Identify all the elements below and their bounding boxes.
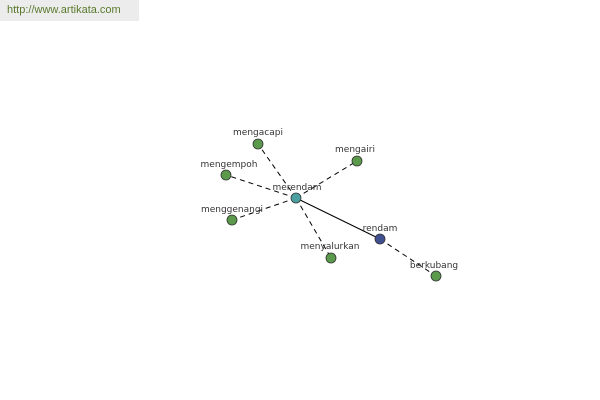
graph-edges [225,143,437,277]
node-marker-rendam[interactable] [374,233,386,245]
edge-merendam-mengacapi [257,143,297,199]
node-label-berkubang[interactable]: berkubang [410,261,458,271]
node-label-mengempoh[interactable]: mengempoh [201,160,258,170]
node-menggenangi[interactable]: menggenangi [201,205,263,226]
source-link[interactable]: http://www.artikata.com [7,4,121,16]
node-mengairi[interactable]: mengairi [335,145,375,167]
node-marker-menggenangi[interactable] [226,214,238,226]
edge-merendam-rendam [295,197,381,240]
graph-nodes: merendam rendam mengacapi mengairi mengempoh… [201,128,458,282]
node-label-menyalurkan[interactable]: menyalurkan [300,242,359,252]
edge-merendam-menyalurkan [295,197,332,259]
node-menyalurkan[interactable]: menyalurkan [300,242,360,264]
node-label-rendam[interactable]: rendam [363,224,398,234]
node-marker-mengacapi[interactable] [252,138,264,150]
source-link-bar: http://www.artikata.com [0,0,139,21]
node-merendam[interactable]: merendam [272,183,322,204]
node-label-mengairi[interactable]: mengairi [335,145,375,155]
node-marker-mengempoh[interactable] [220,169,232,181]
node-mengempoh[interactable]: mengempoh [201,160,258,181]
edge-merendam-menggenangi [231,197,297,221]
node-label-mengacapi[interactable]: mengacapi [233,128,283,138]
node-label-merendam[interactable]: merendam [272,183,321,193]
edge-merendam-mengempoh [225,174,297,199]
node-mengacapi[interactable]: mengacapi [233,128,283,150]
node-label-menggenangi[interactable]: menggenangi [201,205,263,215]
edge-merendam-mengairi [295,160,358,199]
node-marker-berkubang[interactable] [430,270,442,282]
node-rendam[interactable]: rendam [363,224,398,245]
edge-rendam-berkubang [379,238,437,277]
node-berkubang[interactable]: berkubang [410,261,458,282]
node-marker-merendam[interactable] [290,192,302,204]
node-marker-mengairi[interactable] [351,155,363,167]
node-marker-menyalurkan[interactable] [325,252,337,264]
